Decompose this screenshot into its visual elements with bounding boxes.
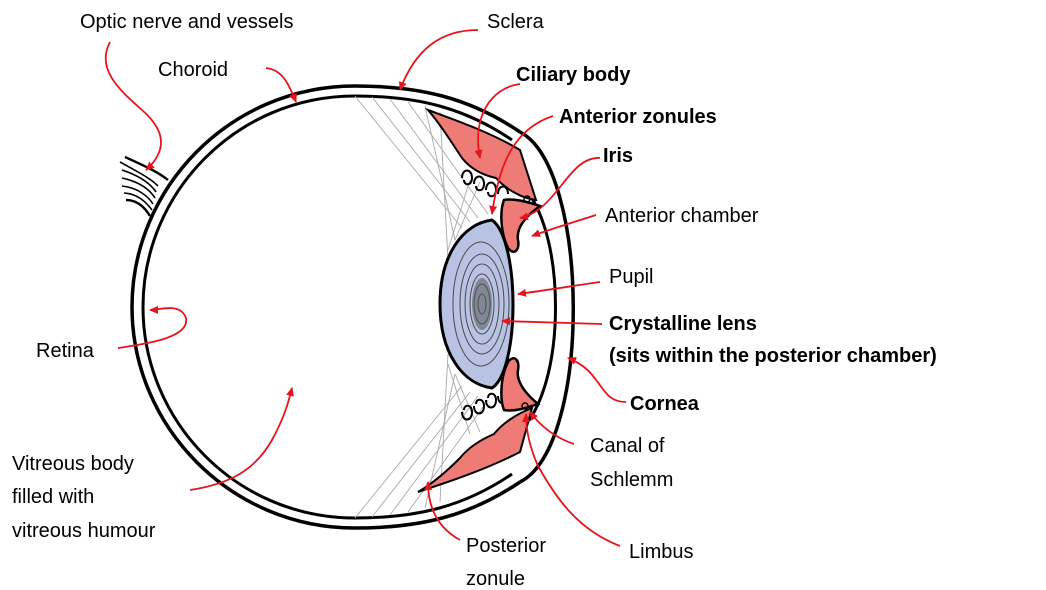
label-iris: Iris bbox=[603, 145, 633, 167]
label-canal-line2: Schlemm bbox=[590, 469, 673, 491]
label-anterior-chamber: Anterior chamber bbox=[605, 205, 759, 227]
label-cornea: Cornea bbox=[630, 393, 700, 415]
label-arrows bbox=[106, 30, 626, 546]
label-posterior-zonule-line1: Posterior bbox=[466, 535, 546, 557]
label-vitreous-line3: vitreous humour bbox=[12, 520, 156, 542]
arrow-sclera bbox=[400, 30, 478, 90]
arrow-vitreous bbox=[190, 388, 292, 490]
arrow-retina bbox=[118, 308, 186, 348]
label-retina: Retina bbox=[36, 340, 95, 362]
lens-nucleus bbox=[472, 278, 492, 330]
label-canal-line1: Canal of bbox=[590, 435, 665, 457]
label-optic-nerve: Optic nerve and vessels bbox=[80, 11, 293, 33]
label-ciliary-body: Ciliary body bbox=[516, 64, 631, 86]
label-crystalline-lens: Crystalline lens bbox=[609, 313, 757, 335]
label-posterior-zonule-line2: zonule bbox=[466, 568, 525, 590]
label-sclera: Sclera bbox=[487, 11, 545, 33]
arrow-crystalline-lens bbox=[502, 321, 602, 324]
label-pupil: Pupil bbox=[609, 266, 653, 288]
iris-lower bbox=[501, 358, 538, 410]
label-choroid: Choroid bbox=[158, 59, 228, 81]
arrow-pupil bbox=[518, 282, 600, 294]
label-limbus: Limbus bbox=[629, 541, 693, 563]
label-vitreous-line1: Vitreous body bbox=[12, 453, 134, 475]
label-anterior-zonules: Anterior zonules bbox=[559, 106, 717, 128]
arrow-posterior-zonule bbox=[428, 482, 460, 540]
iris-upper bbox=[501, 199, 540, 251]
crystalline-lens bbox=[440, 220, 513, 388]
label-posterior-chamber-note: (sits within the posterior chamber) bbox=[609, 345, 937, 367]
optic-nerve-bundle bbox=[120, 157, 168, 216]
label-vitreous-line2: filled with bbox=[12, 486, 94, 508]
arrow-optic-nerve bbox=[106, 42, 161, 170]
